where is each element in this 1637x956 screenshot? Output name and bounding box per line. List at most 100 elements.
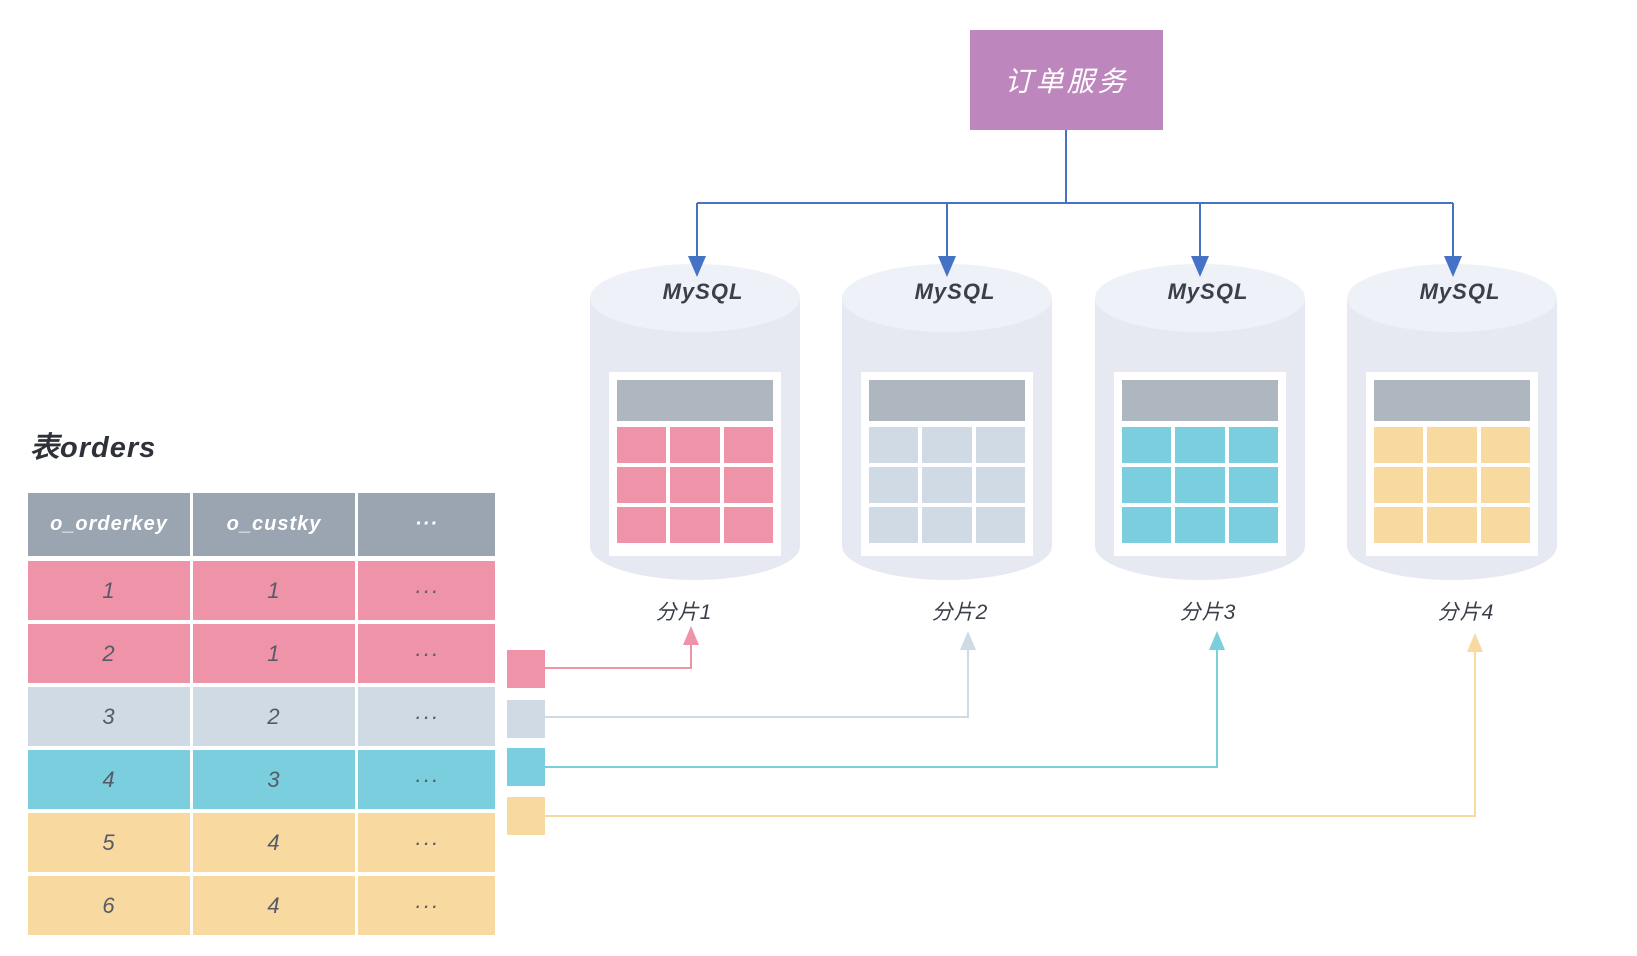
mini-table-cell <box>670 427 720 463</box>
mini-table-shard1 <box>609 372 781 556</box>
cell-o-orderkey: 2 <box>28 624 190 683</box>
cell-o-custky: 2 <box>193 687 355 746</box>
legend-square-teal <box>507 748 545 786</box>
shard-label-1: 分片1 <box>655 601 713 624</box>
mini-table-cell <box>922 467 972 503</box>
mini-table-cell <box>922 507 972 543</box>
cell-o-orderkey: 4 <box>28 750 190 809</box>
mini-table-cell <box>1427 467 1477 503</box>
mini-table-grid <box>617 427 773 543</box>
cell-o-orderkey: 5 <box>28 813 190 872</box>
mini-table-cell <box>723 427 773 463</box>
up-arrowhead <box>1467 633 1483 652</box>
header-cell-more: ··· <box>358 493 495 556</box>
table-row: 3 2 ··· <box>28 687 495 746</box>
mysql-label-shard1: MySQL <box>662 279 744 304</box>
mini-table-header <box>617 380 773 421</box>
mini-table-cell <box>1228 427 1278 463</box>
service-to-db-arrows <box>688 130 1462 277</box>
mini-table-cell <box>975 507 1025 543</box>
shard-label-4: 分片4 <box>1437 601 1495 624</box>
header-cell-o-custky: o_custky <box>193 493 355 556</box>
mini-table-cell <box>1374 467 1424 503</box>
mini-table-shard2 <box>861 372 1033 556</box>
mini-table-cell <box>1427 427 1477 463</box>
order-service-label: 订单服务 <box>1004 66 1129 97</box>
mini-table-cell <box>617 507 667 543</box>
mini-table-cell <box>1374 507 1424 543</box>
table-row: 6 4 ··· <box>28 876 495 935</box>
mini-table-header <box>1122 380 1278 421</box>
mini-table-cell <box>617 427 667 463</box>
mini-table-grid <box>1122 427 1278 543</box>
cell-more: ··· <box>358 561 495 620</box>
cell-o-custky: 4 <box>193 876 355 935</box>
row-to-shard-arrow-yellow <box>545 633 1483 817</box>
cell-more: ··· <box>358 687 495 746</box>
cell-o-orderkey: 1 <box>28 561 190 620</box>
mini-table-cell <box>975 427 1025 463</box>
mini-table-cell <box>1175 427 1225 463</box>
cell-o-custky: 4 <box>193 813 355 872</box>
cell-o-custky: 3 <box>193 750 355 809</box>
cell-o-custky: 1 <box>193 624 355 683</box>
mini-table-cell <box>617 467 667 503</box>
mini-table-cell <box>975 467 1025 503</box>
table-row: 4 3 ··· <box>28 750 495 809</box>
up-arrowhead <box>683 626 699 645</box>
mini-table-cell <box>670 507 720 543</box>
mini-table-cell <box>1480 427 1530 463</box>
mini-table-shard3 <box>1114 372 1286 556</box>
mini-table-cell <box>1480 507 1530 543</box>
mini-table-shard4 <box>1366 372 1538 556</box>
mysql-label-shard3: MySQL <box>1167 279 1249 304</box>
orders-table: o_orderkey o_custky ··· 1 1 ··· 2 1 ··· … <box>28 493 495 939</box>
up-arrowhead <box>960 631 976 650</box>
mini-table-cell <box>1228 467 1278 503</box>
mysql-label-shard2: MySQL <box>914 279 996 304</box>
mini-table-cell <box>869 467 919 503</box>
legend-square-steel <box>507 700 545 738</box>
mini-table-cell <box>1427 507 1477 543</box>
mini-table-cell <box>1122 427 1172 463</box>
table-row: 2 1 ··· <box>28 624 495 683</box>
mini-table-cell <box>1122 467 1172 503</box>
cell-more: ··· <box>358 624 495 683</box>
mini-table-cell <box>723 507 773 543</box>
mini-table-header <box>869 380 1025 421</box>
mysql-label-shard4: MySQL <box>1419 279 1501 304</box>
mini-table-cell <box>1122 507 1172 543</box>
shard-label-2: 分片2 <box>931 601 989 624</box>
row-to-shard-arrow-pink <box>545 626 699 669</box>
mini-table-cell <box>1480 467 1530 503</box>
mini-table-grid <box>869 427 1025 543</box>
orders-table-header-row: o_orderkey o_custky ··· <box>28 493 495 556</box>
mini-table-cell <box>869 427 919 463</box>
table-row: 5 4 ··· <box>28 813 495 872</box>
row-to-shard-arrow-steel <box>545 631 976 718</box>
cell-more: ··· <box>358 876 495 935</box>
cell-o-orderkey: 6 <box>28 876 190 935</box>
table-row: 1 1 ··· <box>28 561 495 620</box>
cell-o-orderkey: 3 <box>28 687 190 746</box>
mini-table-header <box>1374 380 1530 421</box>
legend-square-yellow <box>507 797 545 835</box>
cell-o-custky: 1 <box>193 561 355 620</box>
mini-table-cell <box>1175 507 1225 543</box>
mini-table-cell <box>922 427 972 463</box>
up-arrowhead <box>1209 631 1225 650</box>
mini-table-cell <box>1175 467 1225 503</box>
order-service-box: 订单服务 <box>970 30 1163 130</box>
orders-table-title: 表orders <box>30 432 157 464</box>
cell-more: ··· <box>358 813 495 872</box>
mini-table-cell <box>1374 427 1424 463</box>
cell-more: ··· <box>358 750 495 809</box>
shard-label-3: 分片3 <box>1179 601 1237 624</box>
header-cell-o-orderkey: o_orderkey <box>28 493 190 556</box>
mini-table-cell <box>869 507 919 543</box>
row-to-shard-arrow-teal <box>545 631 1225 768</box>
legend-square-pink <box>507 650 545 688</box>
mini-table-cell <box>1228 507 1278 543</box>
mini-table-cell <box>723 467 773 503</box>
mini-table-cell <box>670 467 720 503</box>
